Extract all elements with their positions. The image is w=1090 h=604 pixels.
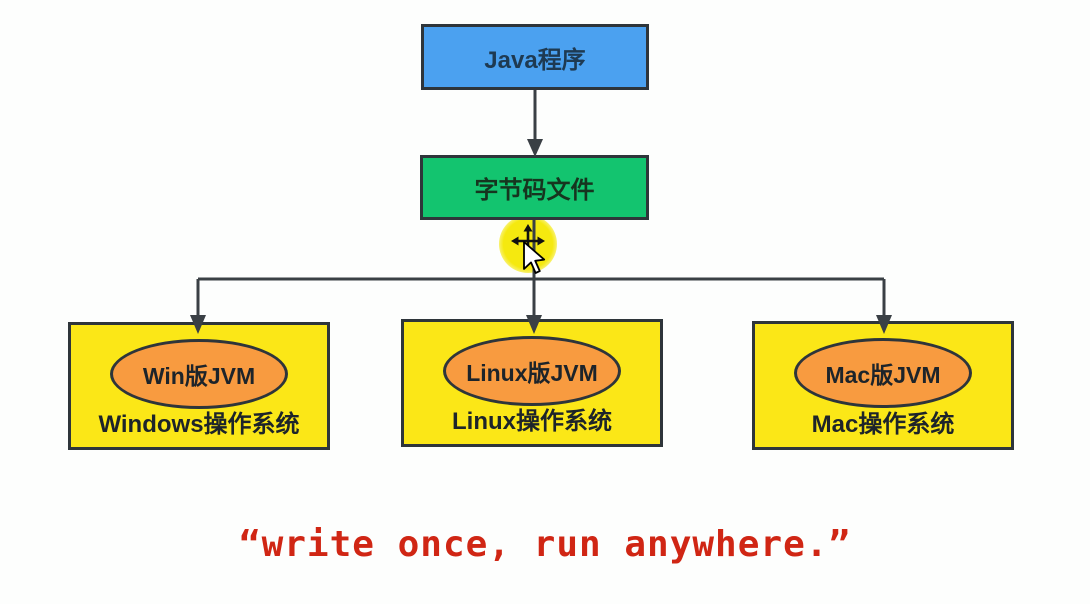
node-platform-linux: Linux版JVM Linux操作系统 bbox=[401, 319, 663, 447]
os-label-windows: Windows操作系统 bbox=[98, 411, 300, 438]
jvm-ellipse-windows-label: Win版JVM bbox=[142, 363, 256, 389]
node-bytecode-file-label: 字节码文件 bbox=[474, 177, 595, 204]
jvm-ellipse-windows: Win版JVM bbox=[110, 339, 288, 409]
cursor-highlight-circle bbox=[499, 215, 557, 273]
node-bytecode-file: 字节码文件 bbox=[420, 155, 649, 220]
node-platform-mac: Mac版JVM Mac操作系统 bbox=[752, 321, 1014, 450]
node-java-program: Java程序 bbox=[421, 24, 649, 90]
node-platform-windows: Win版JVM Windows操作系统 bbox=[68, 322, 330, 450]
jvm-ellipse-linux-label: Linux版JVM bbox=[466, 360, 598, 386]
os-label-mac: Mac操作系统 bbox=[811, 411, 955, 438]
os-label-linux: Linux操作系统 bbox=[452, 408, 612, 435]
quote-text: “write once, run anywhere.” bbox=[238, 524, 852, 565]
jvm-ellipse-mac-label: Mac版JVM bbox=[825, 362, 941, 388]
node-java-program-label: Java程序 bbox=[484, 46, 586, 74]
jvm-ellipse-mac: Mac版JVM bbox=[794, 338, 972, 408]
jvm-ellipse-linux: Linux版JVM bbox=[443, 336, 621, 406]
